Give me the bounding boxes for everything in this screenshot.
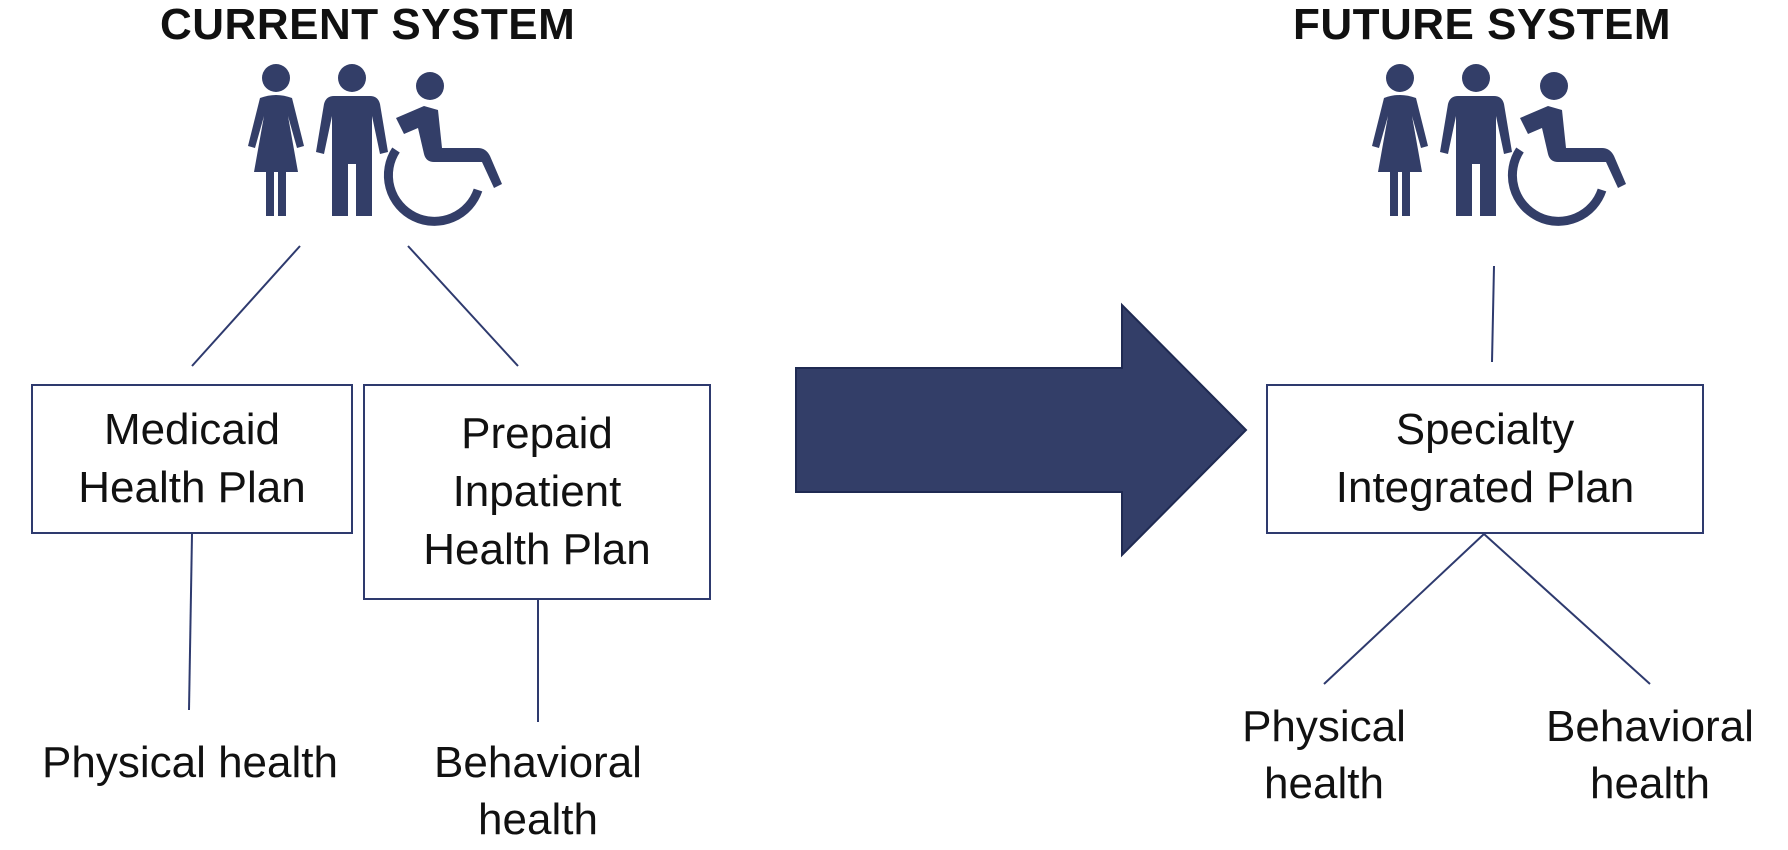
prepaid-inpatient-health-plan-box: Prepaid Inpatient Health Plan [363, 384, 711, 600]
connector-line [1491, 265, 1495, 363]
plan-label-line: Specialty [1395, 404, 1575, 454]
connector-line [191, 245, 301, 367]
plan-label-line: Integrated Plan [1335, 463, 1635, 512]
future-physical-health-label: Physical health [1204, 698, 1444, 812]
connector-line [188, 533, 193, 711]
plan-label-line: Prepaid [461, 408, 613, 458]
future-people-icons [1372, 64, 1626, 221]
leaf-label-line: health [1590, 759, 1710, 809]
leaf-label-line: Behavioral [434, 738, 642, 787]
current-system-title: CURRENT SYSTEM [160, 0, 576, 49]
future-behavioral-health-label: Behavioral health [1520, 698, 1780, 812]
leaf-label-line: Behavioral [1546, 702, 1754, 751]
plan-label-line: Medicaid [103, 404, 281, 454]
leaf-label-line: Physical health [42, 738, 338, 787]
physical-health-label: Physical health [20, 734, 360, 791]
leaf-label-line: Physical [1242, 702, 1406, 751]
leaf-label-line: health [478, 795, 598, 845]
connector-line [1483, 533, 1651, 685]
connector-line [407, 245, 519, 367]
plan-label-line: Inpatient [452, 466, 622, 516]
current-people-icons [248, 64, 502, 221]
plan-label-line: Health Plan [78, 463, 306, 512]
specialty-integrated-plan-box: Specialty Integrated Plan [1266, 384, 1704, 534]
plan-label-line: Health Plan [423, 525, 651, 575]
behavioral-health-label: Behavioral health [388, 734, 688, 848]
connector-line [1323, 533, 1485, 685]
future-system-title: FUTURE SYSTEM [1292, 0, 1672, 49]
medicaid-health-plan-box: Medicaid Health Plan [31, 384, 353, 534]
transition-arrow [795, 302, 1248, 558]
leaf-label-line: health [1264, 759, 1384, 809]
